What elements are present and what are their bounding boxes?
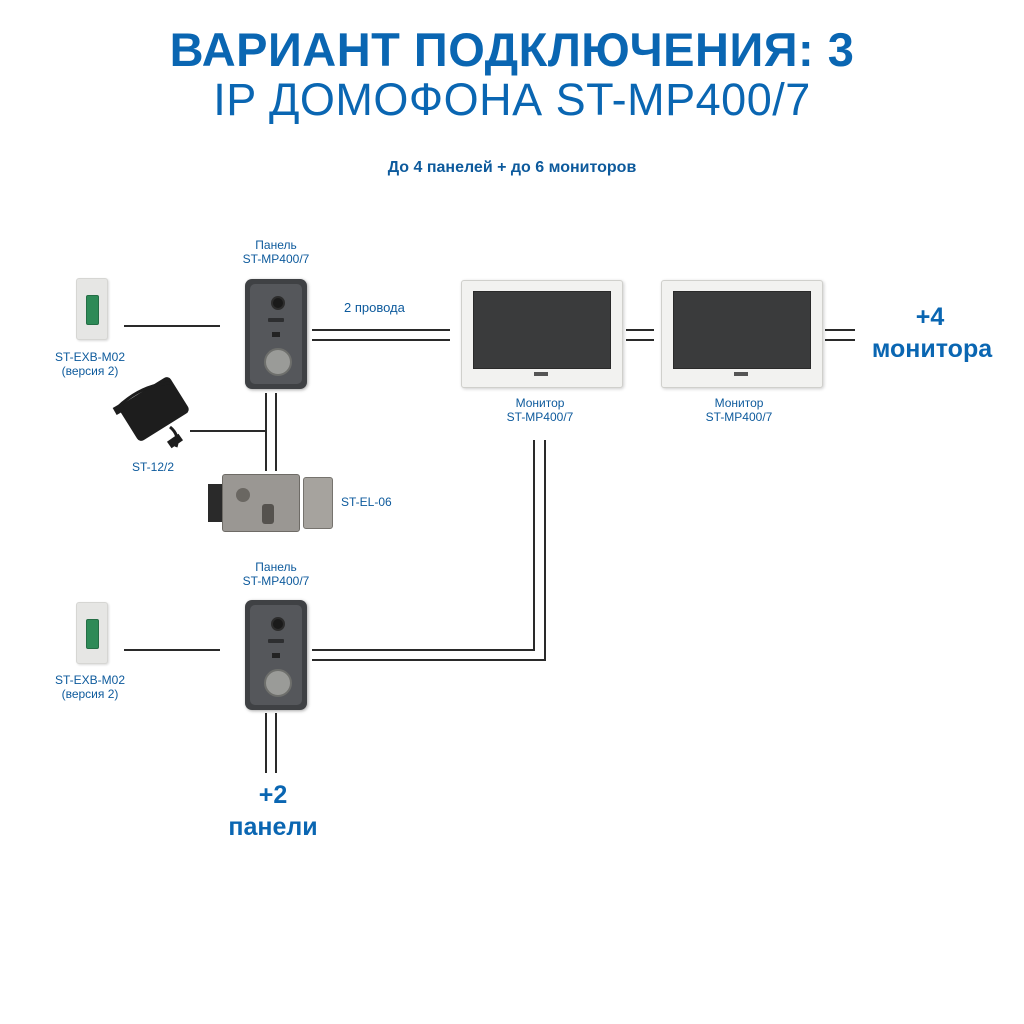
wire-panel-extra-b bbox=[275, 713, 277, 773]
call-panel-bottom bbox=[245, 600, 307, 710]
subtitle: До 4 панелей + до 6 мониторов bbox=[387, 159, 637, 176]
wire-panel-bottom-b bbox=[312, 659, 546, 661]
exit-button-knob bbox=[86, 295, 99, 325]
wire-power-supply bbox=[190, 430, 266, 432]
call-button-icon bbox=[264, 669, 292, 697]
panel-bottom-label: Панель ST-MP400/7 bbox=[242, 560, 310, 588]
wire-panel-lock-b bbox=[275, 393, 277, 471]
monitor-1-label: Монитор ST-MP400/7 bbox=[506, 396, 574, 424]
power-cable-icon bbox=[112, 381, 184, 449]
exit-button-knob bbox=[86, 619, 99, 649]
wire-panel-extra-a bbox=[265, 713, 267, 773]
monitor-screen bbox=[473, 291, 611, 369]
wire-monitor-down-b bbox=[544, 440, 546, 660]
wire-panel-monitor-a bbox=[312, 329, 450, 331]
lock-strike bbox=[303, 477, 333, 529]
lock-cylinder-icon bbox=[236, 488, 250, 502]
wire-panel-bottom-a bbox=[312, 649, 535, 651]
camera-icon bbox=[271, 617, 285, 631]
electric-lock-icon bbox=[222, 474, 300, 532]
exit-button-device-top bbox=[76, 278, 108, 340]
monitor-device-2 bbox=[661, 280, 823, 388]
camera-icon bbox=[271, 296, 285, 310]
monitor-2-label: Монитор ST-MP400/7 bbox=[705, 396, 773, 424]
extra-monitors-count: +4 bbox=[915, 303, 945, 331]
title-line-2: IP ДОМОФОНА ST-MP400/7 bbox=[213, 74, 811, 125]
wire-monitor-extra-a bbox=[825, 329, 855, 331]
exit-button-bottom-label: ST-EXB-M02 (версия 2) bbox=[54, 673, 126, 701]
exit-button-top-label: ST-EXB-M02 (версия 2) bbox=[54, 350, 126, 378]
exit-button-device-bottom bbox=[76, 602, 108, 664]
monitor-screen bbox=[673, 291, 811, 369]
extra-panels-count: +2 bbox=[258, 781, 288, 809]
lock-label: ST-EL-06 bbox=[341, 495, 392, 509]
title-line-1: ВАРИАНТ ПОДКЛЮЧЕНИЯ: 3 bbox=[169, 23, 855, 76]
wire-exit-button-top bbox=[124, 325, 220, 327]
monitor-device-1 bbox=[461, 280, 623, 388]
lock-plate bbox=[208, 484, 224, 522]
wire-monitor-link-b bbox=[626, 339, 654, 341]
extra-monitors-word: монитора bbox=[871, 335, 993, 363]
extra-panels-word: панели bbox=[228, 813, 318, 841]
wire-exit-button-bottom bbox=[124, 649, 220, 651]
call-button-icon bbox=[264, 348, 292, 376]
wire-monitor-link-a bbox=[626, 329, 654, 331]
wire-panel-lock-a bbox=[265, 393, 267, 471]
wire-monitor-extra-b bbox=[825, 339, 855, 341]
panel-top-label: Панель ST-MP400/7 bbox=[242, 238, 310, 266]
wires-label: 2 провода bbox=[344, 300, 405, 315]
power-supply-label: ST-12/2 bbox=[131, 460, 175, 474]
call-panel-top bbox=[245, 279, 307, 389]
key-icon bbox=[262, 504, 274, 524]
wire-panel-monitor-b bbox=[312, 339, 450, 341]
wire-monitor-down-a bbox=[533, 440, 535, 650]
